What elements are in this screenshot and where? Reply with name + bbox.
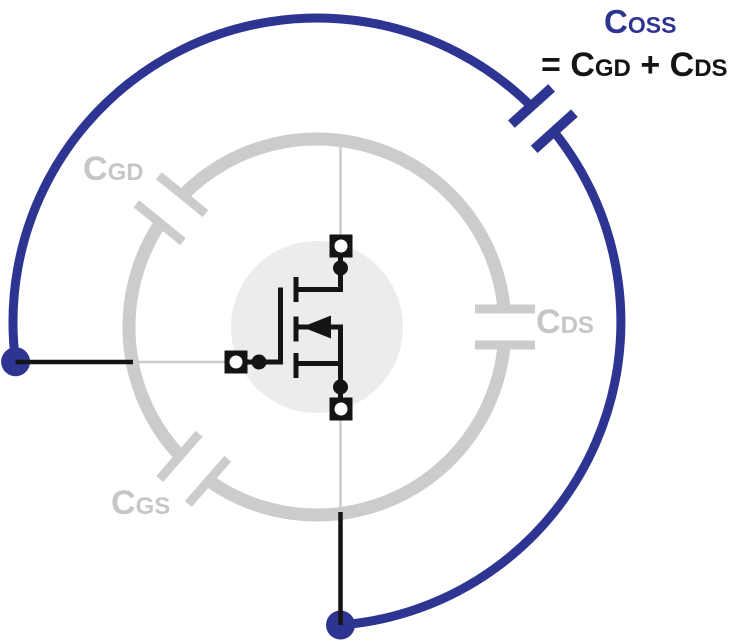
cgd-label: CGD (83, 150, 144, 188)
coss-equation: = CGD + CDS (541, 46, 728, 84)
cgd-capacitor-icon (133, 172, 209, 246)
cgs-label: CGS (111, 484, 171, 522)
inner-arc-cgs-to-cgd (122, 219, 185, 461)
terminal-pads (224, 234, 353, 421)
mosfet-symbol (224, 234, 353, 421)
coss-capacitor-icon (508, 84, 578, 154)
gate-junction-dot (251, 354, 267, 370)
gate-pad-hole (229, 355, 243, 369)
cds-capacitor-icon (475, 304, 535, 350)
coss-label-main: C (604, 3, 628, 40)
drain-junction-dot (333, 260, 348, 276)
inner-arc-cds-to-cgs (204, 344, 511, 522)
body-diode-arrow-icon (302, 315, 331, 339)
drain-pad-hole (334, 239, 348, 253)
coss-outer-circle (8, 13, 626, 630)
coss-arc-left-to-cap (8, 13, 535, 363)
inner-circle-connectors (131, 141, 342, 513)
cgs-capacitor-icon (156, 430, 232, 507)
coss-label: COSS (604, 5, 676, 38)
source-pad-hole (334, 402, 348, 416)
inner-arc-cgd-to-cds (178, 132, 511, 310)
inner-capacitance-circle (122, 132, 511, 522)
coss-arc-cap-to-bottom (340, 128, 626, 630)
source-junction-dot (333, 379, 348, 395)
coss-label-sub: OSS (627, 12, 677, 38)
measurement-wires (15, 359, 343, 625)
gray-capacitor-plates (133, 172, 535, 507)
cds-label: CDS (536, 303, 594, 341)
